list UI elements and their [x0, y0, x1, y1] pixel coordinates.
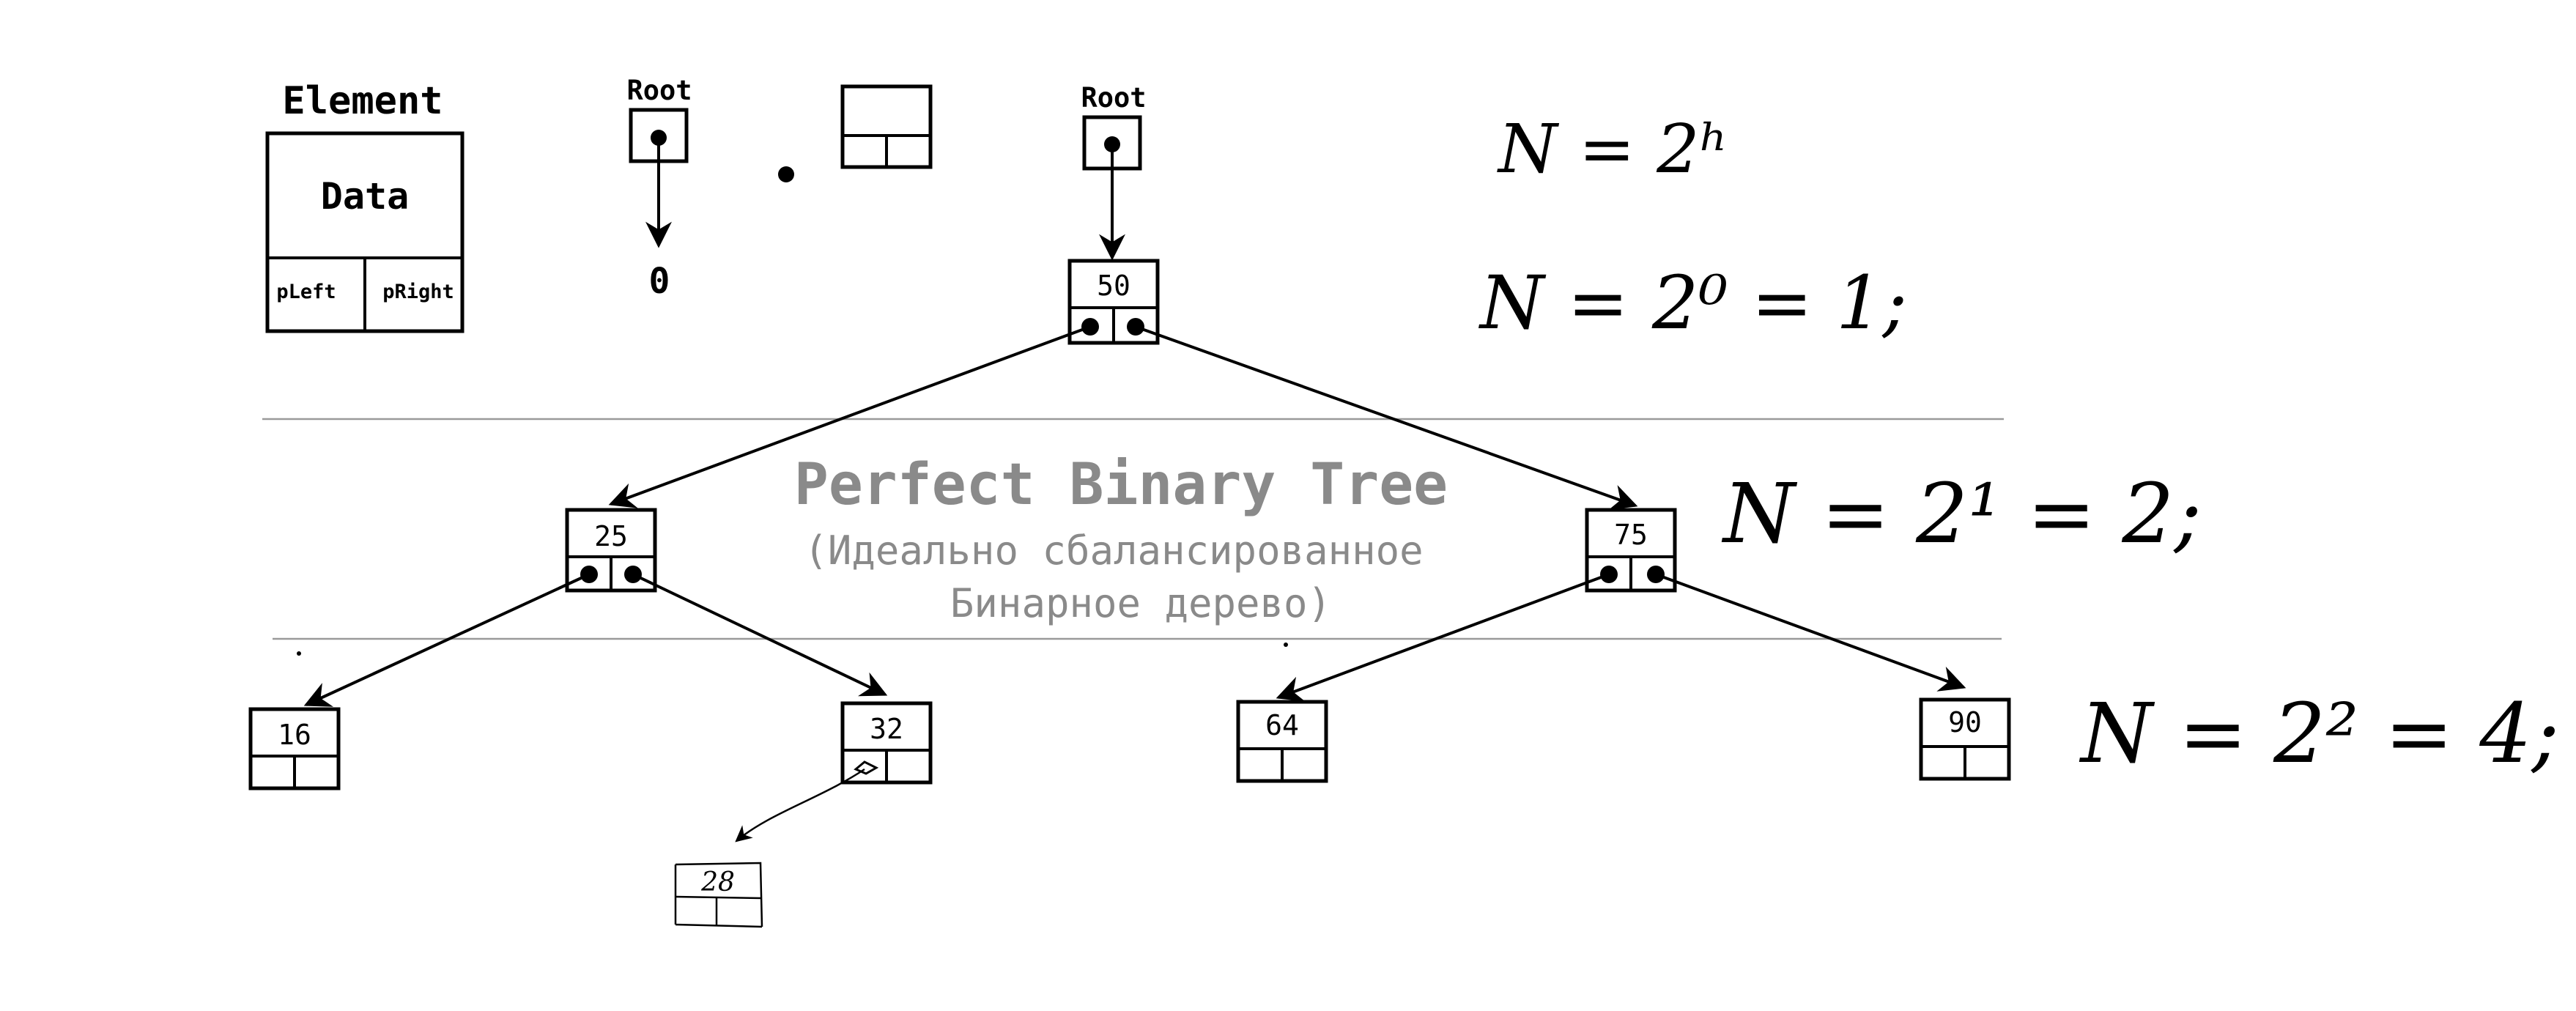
legend-right-label: pRight — [382, 281, 454, 303]
tree-edges — [303, 325, 1966, 842]
tree-node-32: 32 — [840, 701, 933, 785]
legend-left-label: pLeft — [276, 281, 336, 303]
left-pointer-dot — [1600, 566, 1618, 583]
edge-75-90 — [1655, 573, 1966, 692]
tree-node-25: 25 — [565, 508, 657, 593]
right-pointer-dot — [1647, 566, 1665, 583]
legend-data-label: Data — [321, 175, 409, 218]
edge-50-75 — [1135, 325, 1638, 511]
tree-root-pointer: Root — [1081, 82, 1147, 261]
diagram-subtitle-line2: Бинарное дерево) — [950, 580, 1331, 626]
node-value: 16 — [278, 719, 311, 751]
stray-dot-left — [297, 651, 301, 656]
node-value: 25 — [594, 520, 628, 552]
node-value: 64 — [1265, 709, 1299, 741]
null-value: 0 — [649, 261, 670, 302]
right-pointer-dot — [624, 566, 642, 583]
empty-tree-example: Root 0 — [626, 75, 692, 302]
stray-dot — [778, 166, 794, 182]
element-legend: Element Data pLeft pRight — [265, 79, 465, 333]
tree-node-75: 75 — [1585, 508, 1677, 593]
edge-25-32 — [632, 573, 888, 697]
formula-general: N = 2ʰ — [1497, 110, 1728, 188]
edge-32-28 — [735, 768, 865, 842]
diagram-title: Perfect Binary Tree — [794, 452, 1448, 518]
formula-level-1: N = 2¹ = 2; — [1721, 467, 2202, 562]
tree-node-90: 90 — [1919, 697, 2011, 781]
tree-node-16: 16 — [248, 707, 341, 790]
formula-level-2: N = 2² = 4; — [2079, 686, 2559, 782]
tree-node-28: 28 — [674, 862, 763, 928]
tree-node-50: 50 — [1067, 259, 1160, 345]
node-value: 28 — [700, 867, 735, 897]
node-value: 32 — [870, 713, 903, 745]
empty-root-label: Root — [626, 75, 692, 106]
legend-title: Element — [282, 79, 443, 123]
formula-level-0: N = 2⁰ = 1; — [1478, 260, 1907, 346]
edge-75-64 — [1276, 573, 1610, 702]
root-label: Root — [1081, 82, 1146, 114]
node-value: 90 — [1948, 706, 1982, 738]
stray-dot-mid — [1284, 642, 1288, 647]
diagram-subtitle-line1: (Идеально сбалансированное — [804, 527, 1423, 574]
edge-50-25 — [608, 325, 1091, 508]
node-value: 75 — [1614, 519, 1648, 551]
edge-25-16 — [303, 573, 590, 707]
left-pointer-dot — [1081, 318, 1099, 336]
empty-node-sketch — [840, 84, 933, 169]
node-value: 50 — [1097, 270, 1130, 302]
left-pointer-dot — [580, 566, 598, 583]
tree-node-64: 64 — [1236, 700, 1328, 783]
hand-pointer-mark — [854, 760, 879, 775]
right-pointer-dot — [1127, 318, 1144, 336]
